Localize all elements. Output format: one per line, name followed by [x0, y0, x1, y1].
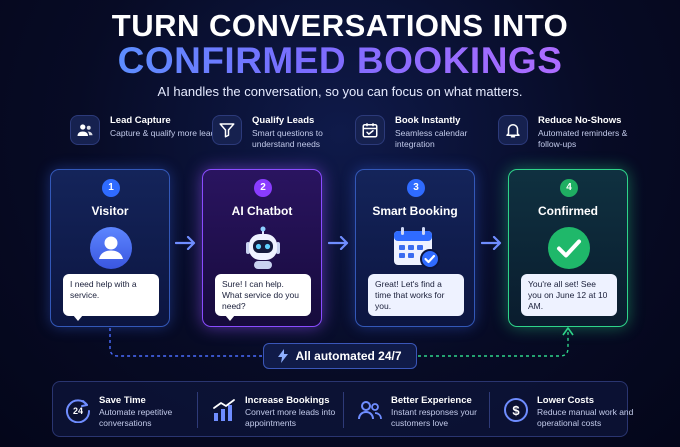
filter-icon: [212, 115, 242, 145]
benefit-lower-costs: $ Lower Costs Reduce manual work and ope…: [491, 382, 635, 438]
chat-bubble: You're all set! See you on June 12 at 10…: [521, 274, 617, 316]
bar-chart-icon: [213, 399, 235, 421]
chat-message: Sure! I can help. What service do you ne…: [222, 279, 300, 311]
step-title: Confirmed: [538, 204, 598, 218]
dashed-connector: [109, 327, 574, 357]
clock-24-icon: 24: [66, 399, 91, 423]
feature-qualify-leads: Qualify Leads Smart questions to underst…: [212, 112, 362, 152]
step-number: 1: [102, 179, 120, 197]
automated-label: All automated 24/7: [295, 349, 402, 363]
chat-bubble: Great! Let's find a time that works for …: [368, 274, 464, 316]
benefit-better-experience: Better Experience Instant responses your…: [345, 382, 489, 438]
bubble-tail: [73, 315, 83, 321]
benefit-title: Better Experience: [391, 395, 472, 406]
step-title: Smart Booking: [372, 204, 458, 218]
benefit-desc: Reduce manual work and operational costs: [537, 407, 634, 428]
benefit-title: Increase Bookings: [245, 395, 330, 406]
step-number: 4: [560, 179, 578, 197]
feature-book-instantly: Book Instantly Seamless calendar integra…: [355, 112, 505, 152]
step-title: AI Chatbot: [231, 204, 293, 218]
calendar-icon: [355, 115, 385, 145]
step-card-smart-booking: 3 Smart Booking Great! Let's find a time…: [355, 169, 475, 327]
feature-reduce-no-shows: Reduce No-Shows Automated reminders & fo…: [498, 112, 648, 152]
feature-desc: Capture & qualify more leads: [110, 128, 220, 138]
step-title: Visitor: [91, 204, 129, 218]
chat-message: You're all set! See you on June 12 at 10…: [528, 279, 608, 311]
feature-desc: Seamless calendar integration: [395, 128, 468, 149]
feature-desc: Automated reminders & follow-ups: [538, 128, 628, 149]
chat-bubble: Sure! I can help. What service do you ne…: [215, 274, 311, 321]
dollar-icon: $: [504, 398, 528, 422]
svg-text:24: 24: [73, 406, 83, 416]
step-number: 3: [407, 179, 425, 197]
step-card-visitor: 1 Visitor I need help with a service.: [50, 169, 170, 327]
benefit-desc: Convert more leads into appointments: [245, 407, 336, 428]
features-row: Lead Capture Capture & qualify more lead…: [70, 112, 670, 152]
benefit-increase-bookings: Increase Bookings Convert more leads int…: [199, 382, 343, 438]
feature-title: Lead Capture: [110, 115, 171, 126]
feature-lead-capture: Lead Capture Capture & qualify more lead…: [70, 112, 220, 152]
arrow-right-icon: [175, 236, 196, 250]
benefit-desc: Instant responses your customers love: [391, 407, 477, 428]
user-avatar-icon: [89, 226, 133, 270]
feature-title: Qualify Leads: [252, 115, 315, 126]
svg-text:$: $: [512, 403, 520, 418]
benefits-panel: 24 Save Time Automate repetitive convers…: [52, 381, 633, 438]
chat-message: I need help with a service.: [70, 279, 137, 300]
arrow-right-icon: [481, 236, 502, 250]
lightning-icon: [278, 349, 289, 363]
headline-line-1: TURN CONVERSATIONS INTO: [111, 8, 569, 43]
robot-icon: [241, 226, 285, 270]
benefit-title: Lower Costs: [537, 395, 595, 406]
divider: [489, 392, 490, 428]
bell-icon: [498, 115, 528, 145]
step-card-confirmed: 4 Confirmed You're all set! See you on J…: [508, 169, 628, 327]
people-icon: [358, 401, 382, 420]
feature-title: Reduce No-Shows: [538, 115, 622, 126]
chat-bubble: I need help with a service.: [63, 274, 159, 321]
benefit-desc: Automate repetitive conversations: [99, 407, 173, 428]
arrow-right-icon: [328, 236, 349, 250]
headline-line-2: CONFIRMED BOOKINGS: [0, 40, 680, 82]
step-card-ai-chatbot: 2 AI Chatbot Sure! I can help. What serv…: [202, 169, 322, 327]
feature-title: Book Instantly: [395, 115, 461, 126]
calendar-check-icon: [392, 226, 442, 270]
bubble-tail: [225, 315, 235, 321]
checkmark-icon: [547, 226, 591, 270]
benefit-save-time: 24 Save Time Automate repetitive convers…: [53, 382, 197, 438]
automated-badge: All automated 24/7: [263, 343, 417, 369]
feature-desc: Smart questions to understand needs: [252, 128, 323, 149]
chat-message: Great! Let's find a time that works for …: [375, 279, 445, 311]
step-number: 2: [254, 179, 272, 197]
divider: [343, 392, 344, 428]
users-icon: [70, 115, 100, 145]
subtitle: AI handles the conversation, so you can …: [157, 84, 523, 99]
divider: [197, 392, 198, 428]
benefit-title: Save Time: [99, 395, 146, 406]
